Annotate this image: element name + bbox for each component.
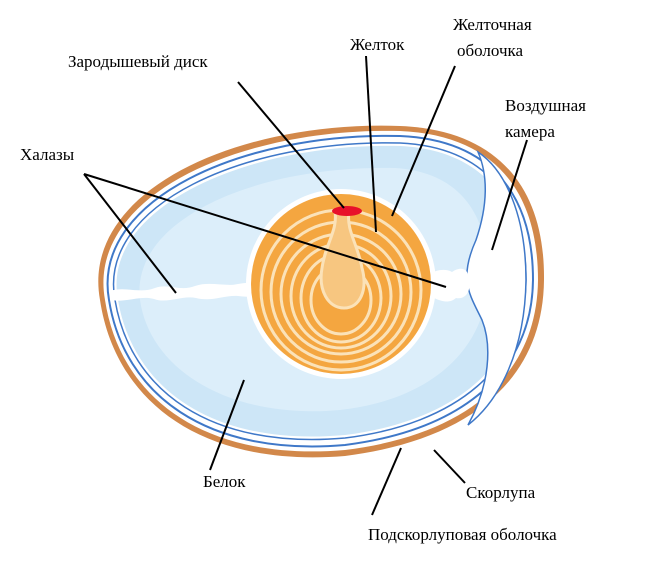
label-vitelline-membrane-2: оболочка xyxy=(457,41,524,60)
leader-chalazae-left xyxy=(83,173,177,294)
label-chalazae: Халазы xyxy=(20,145,75,164)
leader-vitelline-membrane xyxy=(391,65,456,217)
label-vitelline-membrane-1: Желточная xyxy=(453,15,532,34)
leader-air-cell xyxy=(491,139,528,251)
leader-shell-membrane xyxy=(371,447,402,516)
label-shell-membrane: Подскорлуповая оболочка xyxy=(368,525,557,544)
label-yolk: Желток xyxy=(350,35,405,54)
label-air-cell-2: камера xyxy=(505,122,555,141)
leader-shell xyxy=(433,449,466,484)
label-embryo-disc: Зародышевый диск xyxy=(68,52,208,71)
leader-albumen xyxy=(209,379,245,471)
label-albumen: Белок xyxy=(203,472,246,491)
leader-embryo-disc xyxy=(237,81,345,209)
label-shell: Скорлупа xyxy=(466,483,536,502)
shell-membrane xyxy=(106,134,535,448)
leader-chalazae-right xyxy=(83,173,447,288)
embryo-disc xyxy=(332,206,362,216)
chalaza-right xyxy=(424,268,470,302)
chalaza-left xyxy=(110,282,262,301)
air-cell xyxy=(466,149,527,426)
leader-yolk xyxy=(365,55,377,233)
label-air-cell-1: Воздушная xyxy=(505,96,586,115)
